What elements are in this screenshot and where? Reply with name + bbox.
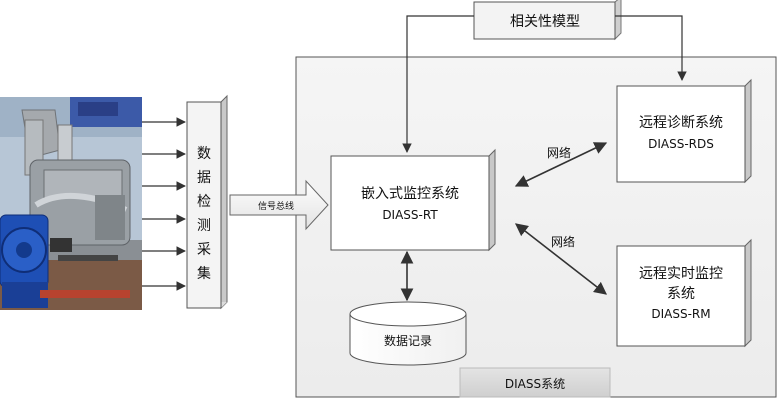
sensor-arrows [142,117,186,291]
data-record-cylinder: 数据记录 [349,301,467,366]
acq-char: 检 [197,194,211,210]
model-connectors [402,15,687,153]
model-to-embedded-arrow [402,15,474,153]
remote-realtime-title: 远程实时监控 [639,266,723,282]
signal-bus-label: 信号总线 [258,200,294,212]
embedded-monitor-box: 嵌入式监控系统 DIASS-RT [330,148,496,252]
acq-char: 集 [197,265,211,282]
network-arrow-diagnosis [514,142,608,187]
acq-char: 测 [197,218,211,234]
embedded-monitor-title: 嵌入式监控系统 [361,186,459,202]
acq-char: 数 [197,146,211,162]
data-record-label: 数据记录 [384,333,432,348]
remote-diagnosis-code: DIASS-RDS [648,137,714,151]
correlation-model-box: 相关性模型 [473,0,622,41]
remote-diagnosis-box: 远程诊断系统 DIASS-RDS [616,78,752,184]
diass-system-tab: DIASS系统 [459,367,611,398]
signal-bus-arrow: 信号总线 [229,179,329,231]
network-arrow-realtime [514,223,608,295]
remote-realtime-box: 远程实时监控 系统 DIASS-RM [616,238,752,348]
engine-test-bench-photo [0,97,142,310]
data-acquisition-box: 数 据 检 测 采 集 [186,94,228,310]
remote-realtime-code: DIASS-RM [651,307,710,321]
diass-system-label: DIASS系统 [505,377,565,391]
embedded-monitor-code: DIASS-RT [382,208,438,222]
remote-realtime-title-2: 系统 [667,286,695,302]
correlation-model-label: 相关性模型 [510,14,580,30]
network-label: 网络 [547,145,571,160]
acq-char: 据 [197,170,211,186]
model-to-remote-diagnosis-arrow [615,15,687,81]
acq-char: 采 [197,242,211,258]
remote-diagnosis-title: 远程诊断系统 [639,115,723,131]
network-links: 网络 网络 [514,142,608,295]
network-label: 网络 [551,234,575,249]
